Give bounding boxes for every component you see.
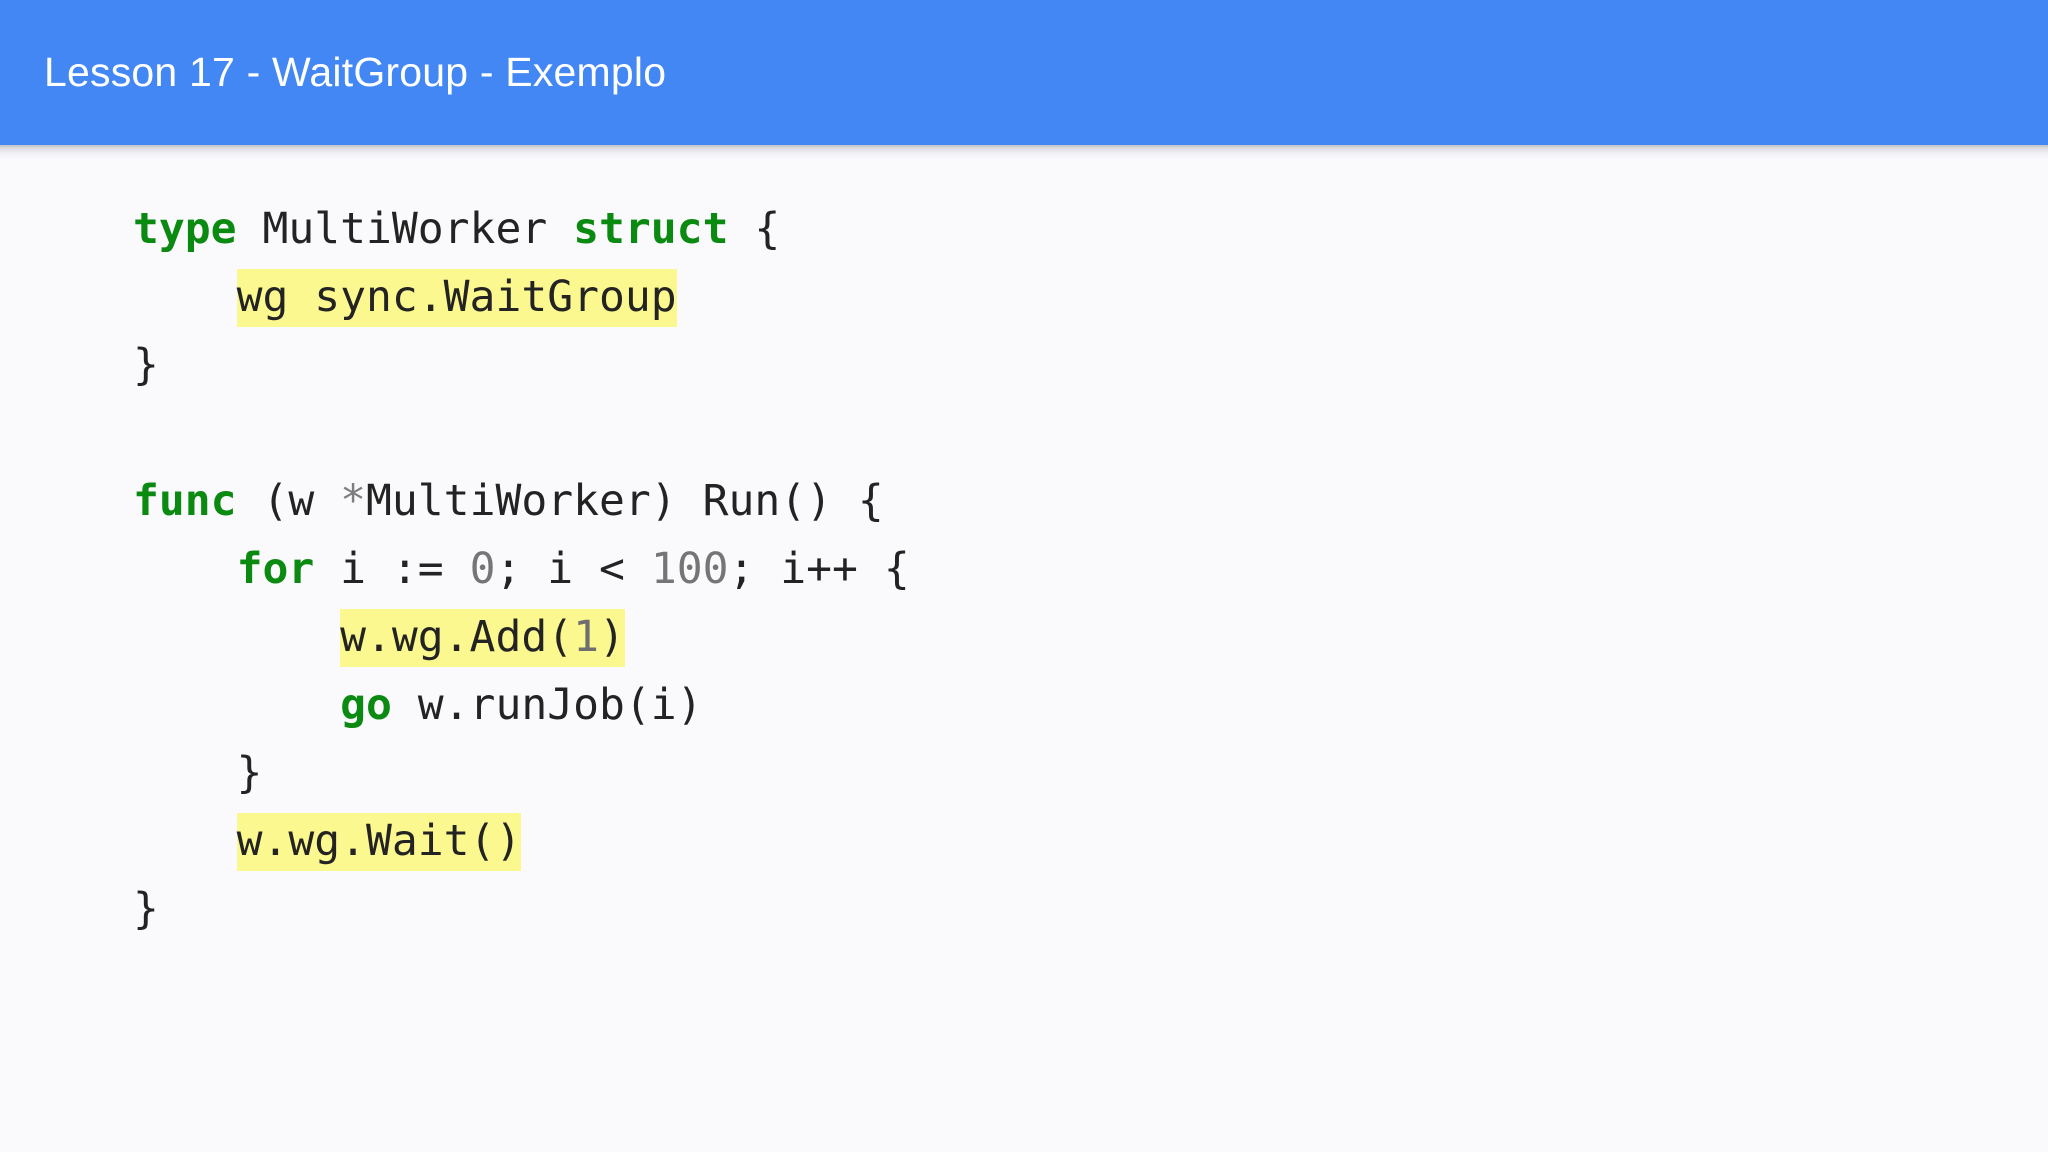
code-token: w.wg.Add( [340, 612, 574, 662]
code-token: go [340, 680, 392, 730]
code-token: { [728, 204, 781, 254]
code-token [133, 816, 237, 866]
code-token: w.runJob(i) [391, 680, 703, 730]
code-token [133, 680, 340, 730]
code-token: MultiWorker [262, 204, 548, 254]
code-token: w.wg.Wait() [236, 816, 522, 866]
highlighted-code: w.wg.Add(1) [340, 609, 625, 667]
code-token [133, 612, 340, 662]
code-token: 100 [650, 544, 729, 594]
code-token [133, 272, 237, 322]
code-line: } [133, 875, 2048, 943]
code-token: ) Run() { [650, 476, 884, 526]
code-token: i := [314, 544, 470, 594]
code-token: (w [236, 476, 341, 526]
code-block: type MultiWorker struct { wg sync.WaitGr… [133, 195, 2048, 943]
code-token: for [236, 544, 315, 594]
code-token [133, 544, 237, 594]
code-token: ; i++ { [728, 544, 910, 594]
header-shadow-divider [0, 145, 2048, 159]
page-title: Lesson 17 - WaitGroup - Exemplo [44, 48, 667, 95]
code-content-area: type MultiWorker struct { wg sync.WaitGr… [0, 159, 2048, 1152]
code-line: w.wg.Add(1) [133, 603, 2048, 671]
code-token [547, 204, 573, 254]
code-line: } [133, 739, 2048, 807]
code-token: func [133, 476, 237, 526]
code-line: wg sync.WaitGroup [133, 263, 2048, 331]
highlighted-code: w.wg.Wait() [236, 813, 522, 871]
code-token: MultiWorker [366, 476, 651, 526]
code-line: w.wg.Wait() [133, 807, 2048, 875]
code-token: type [133, 204, 237, 254]
code-line: for i := 0; i < 100; i++ { [133, 535, 2048, 603]
highlighted-code: wg sync.WaitGroup [236, 269, 677, 327]
code-token: 0 [469, 544, 496, 594]
code-token: wg sync.WaitGroup [236, 272, 677, 322]
code-line: go w.runJob(i) [133, 671, 2048, 739]
code-token: } [133, 884, 159, 934]
code-token: 1 [573, 612, 599, 662]
code-line: type MultiWorker struct { [133, 195, 2048, 263]
code-line [133, 399, 2048, 467]
code-token: ) [599, 612, 625, 662]
code-line: } [133, 331, 2048, 399]
slide-header: Lesson 17 - WaitGroup - Exemplo [0, 0, 2048, 145]
code-line: func (w *MultiWorker) Run() { [133, 467, 2048, 535]
code-token: ; i < [495, 544, 651, 594]
code-token: } [133, 340, 159, 390]
code-token: * [340, 476, 367, 526]
code-token [237, 204, 263, 254]
code-token: } [133, 748, 263, 798]
code-token: struct [573, 204, 729, 254]
